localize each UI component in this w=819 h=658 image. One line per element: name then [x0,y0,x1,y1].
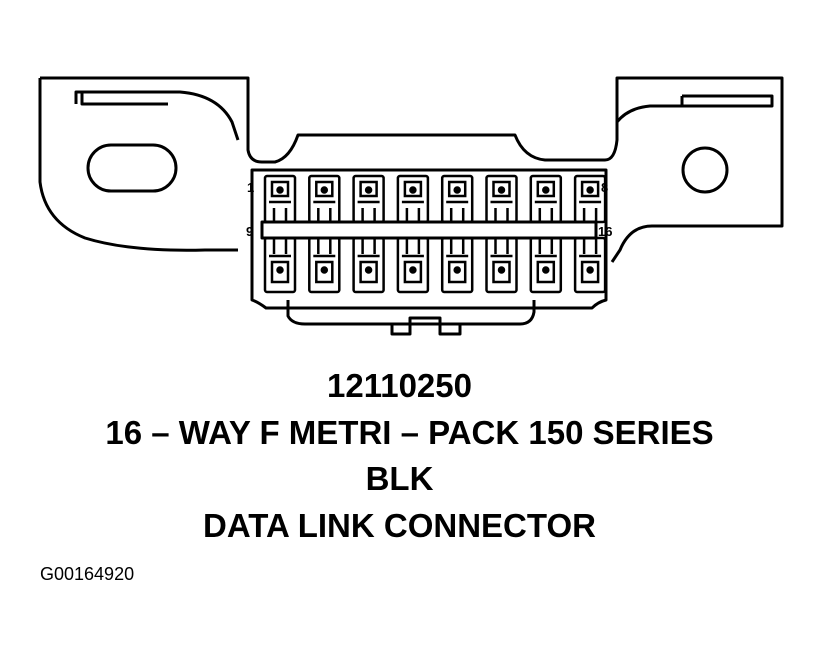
locking-latch [390,316,462,336]
left-mounting-slot [86,143,178,193]
connector-face [250,168,608,310]
left-flange-tab [80,92,168,106]
pin-cavity-1 [263,174,297,224]
pin-cavity-3 [352,174,385,224]
pin-cavity-13 [440,236,474,294]
connector-name: DATA LINK CONNECTOR [203,507,596,544]
pin-cavity-15 [529,236,563,294]
center-divider [260,220,598,240]
pin-cavity-6 [485,174,518,224]
bottom-shroud [286,300,536,326]
pin-cavity-8 [573,174,607,224]
pin-cavity-5 [440,174,474,224]
figure-id: G00164920 [40,564,135,584]
pin-cavity-9 [263,236,297,294]
pin-cavity-14 [485,236,518,294]
left-flange [74,90,240,141]
pin-label-16: 16 [598,224,612,239]
pin-cavity-12 [396,236,430,294]
pin-cavity-7 [529,174,563,224]
pin-cavity-2 [308,174,341,224]
connector-color: BLK [365,460,434,497]
pin-cavity-4 [396,174,430,224]
pin-label-9: 9 [246,224,253,239]
pin-cavity-11 [352,236,385,294]
pin-label-1: 1 [247,180,254,195]
pin-cavity-10 [308,236,341,294]
connector-housing [38,76,784,263]
pin-cavity-group [263,174,607,294]
right-mounting-hole [681,146,729,194]
pin-cavity-16 [573,236,607,294]
connector-description: 16 – WAY F METRI – PACK 150 SERIES [105,414,714,451]
pin-label-8: 8 [601,180,608,195]
right-flange [615,94,774,123]
part-number: 12110250 [326,367,472,404]
